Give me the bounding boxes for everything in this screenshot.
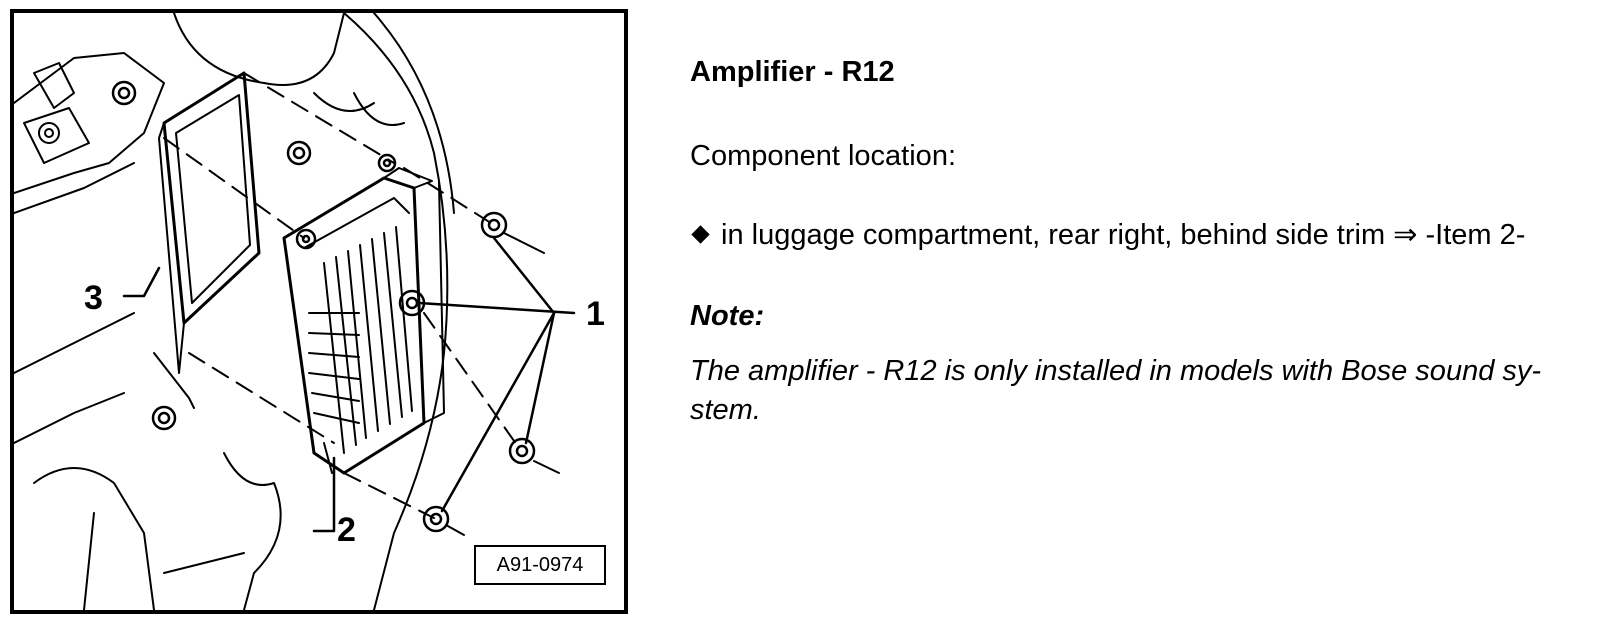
callout-3: 3 <box>84 279 103 317</box>
section-title: Amplifier - R12 <box>690 56 895 88</box>
amplifier-location-drawing <box>14 13 576 610</box>
location-list-item: in luggage compartment, rear right, behi… <box>690 217 1525 252</box>
location-item-text: in luggage compartment, rear right, behi… <box>721 219 1526 251</box>
note-text: The amplifier - R12 is only installed in… <box>690 355 1542 426</box>
callout-1: 1 <box>586 295 605 333</box>
note-heading: Note: <box>690 300 765 332</box>
figure-id-label: A91-0974 <box>474 545 606 585</box>
component-location-label: Component location: <box>690 140 956 172</box>
callout-2: 2 <box>337 511 356 549</box>
diamond-bullet-icon <box>691 225 710 244</box>
illustration-frame: 3 1 2 A91-0974 <box>10 9 628 614</box>
